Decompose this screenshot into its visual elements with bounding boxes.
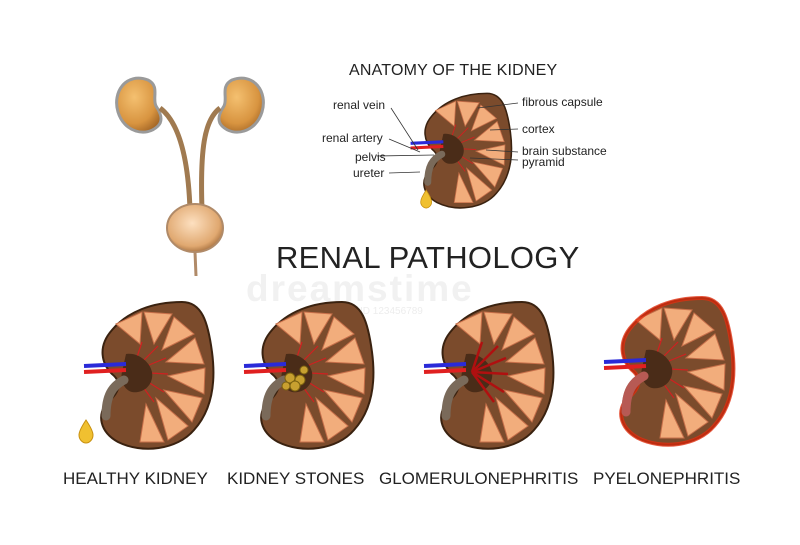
caption-healthy-kidney: HEALTHY KIDNEY [63, 469, 208, 488]
leader-lines [376, 102, 519, 174]
kidney-stones-illustration [244, 301, 375, 450]
pyelonephritis-illustration [604, 295, 736, 447]
healthy-kidney-illustration [78, 301, 215, 450]
urinary-system [115, 76, 265, 277]
label-renal-artery: renal artery [322, 131, 383, 145]
caption-kidney-stones: KIDNEY STONES [227, 469, 365, 488]
main-title: RENAL PATHOLOGY [276, 240, 580, 275]
label-pyramid: pyramid [522, 155, 565, 169]
label-fibrous-capsule: fibrous capsule [522, 95, 603, 109]
anatomy-title: ANATOMY OF THE KIDNEY [349, 62, 558, 79]
label-pelvis: pelvis [355, 150, 386, 164]
watermark-id: ID 123456789 [360, 306, 423, 317]
caption-glomerulonephritis: GLOMERULONEPHRITIS [379, 469, 579, 488]
label-ureter: ureter [353, 166, 385, 180]
glomerulonephritis-illustration [424, 301, 555, 450]
watermark: dreamstime [246, 268, 474, 309]
caption-pyelonephritis: PYELONEPHRITIS [593, 469, 741, 488]
label-cortex: cortex [522, 122, 555, 136]
label-brain-substance: brain substance [522, 144, 607, 158]
label-renal-vein: renal vein [333, 98, 386, 112]
